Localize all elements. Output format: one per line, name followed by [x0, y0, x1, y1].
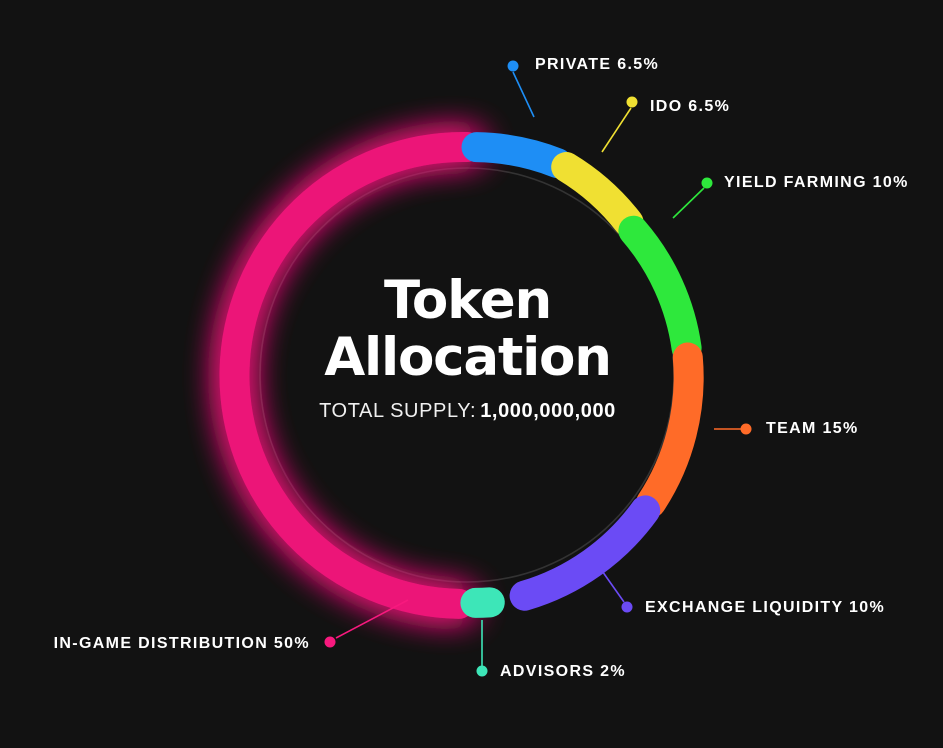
arc-segment-exchange-liquidity [509, 495, 661, 611]
legend-dot-in-game-distribution [324, 636, 336, 648]
arc-segment-ido [551, 152, 644, 238]
leader-line-exchange-liquidity [599, 567, 625, 603]
arc-segment-advisors [460, 587, 505, 618]
arc-segment-in-game-distribution [219, 131, 482, 619]
callout-label-private: PRIVATE 6.5% [535, 56, 660, 73]
leader-line-ido [601, 107, 632, 153]
arc-segment-team [636, 342, 704, 518]
callout-label-team: TEAM 15% [766, 420, 859, 437]
arc-segment-private [461, 132, 573, 179]
arc-segment-yield-farming [618, 215, 702, 363]
legend-dot-team [740, 423, 752, 435]
leader-line-in-game-distribution [335, 599, 409, 639]
legend-dot-exchange-liquidity [621, 601, 633, 613]
callout-label-yield-farming: YIELD FARMING 10% [724, 174, 909, 191]
callout-label-in-game-distribution: IN-GAME DISTRIBUTION 50% [53, 635, 310, 652]
legend-dot-private [507, 60, 519, 72]
legend-dot-yield-farming [701, 177, 713, 189]
callout-label-advisors: ADVISORS 2% [500, 663, 626, 680]
callout-label-exchange-liquidity: EXCHANGE LIQUIDITY 10% [645, 599, 886, 616]
legend-dot-advisors [476, 665, 488, 677]
leader-line-yield-farming [672, 187, 705, 219]
legend-dot-ido [626, 96, 638, 108]
callout-label-ido: IDO 6.5% [650, 98, 731, 115]
inner-guide-ring [259, 167, 675, 583]
leader-line-private [512, 71, 535, 118]
